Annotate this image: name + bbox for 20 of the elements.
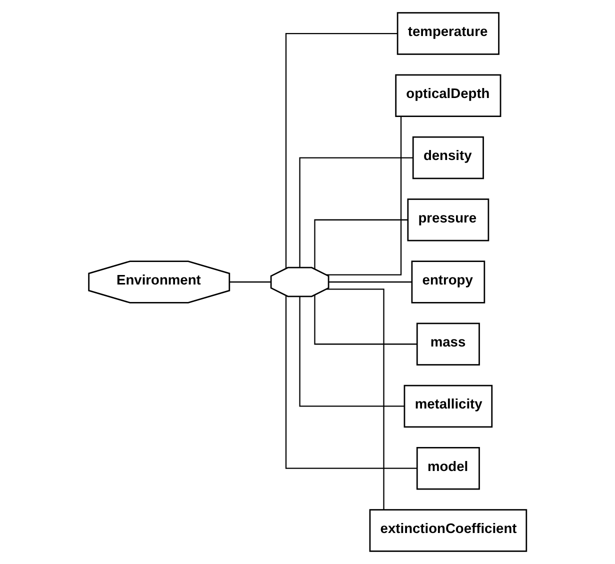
node-box: metallicity <box>404 384 493 428</box>
connector <box>285 296 417 469</box>
node-box: mass <box>416 322 480 366</box>
connector <box>285 32 398 268</box>
connector <box>314 294 417 345</box>
connector <box>299 157 414 268</box>
node-box: entropy <box>411 260 486 304</box>
connector <box>328 281 412 283</box>
node-box: extinctionCoefficient <box>369 509 528 552</box>
node-octagon <box>270 266 330 298</box>
node-box: density <box>412 136 484 180</box>
node-box: model <box>416 446 480 490</box>
connector <box>314 219 408 270</box>
node-box: pressure <box>407 198 490 242</box>
node-box: opticalDepth <box>395 74 502 118</box>
node-box: temperature <box>396 12 500 55</box>
connector <box>229 281 271 283</box>
connector <box>299 296 404 407</box>
connector <box>326 288 384 510</box>
connector <box>326 116 402 276</box>
